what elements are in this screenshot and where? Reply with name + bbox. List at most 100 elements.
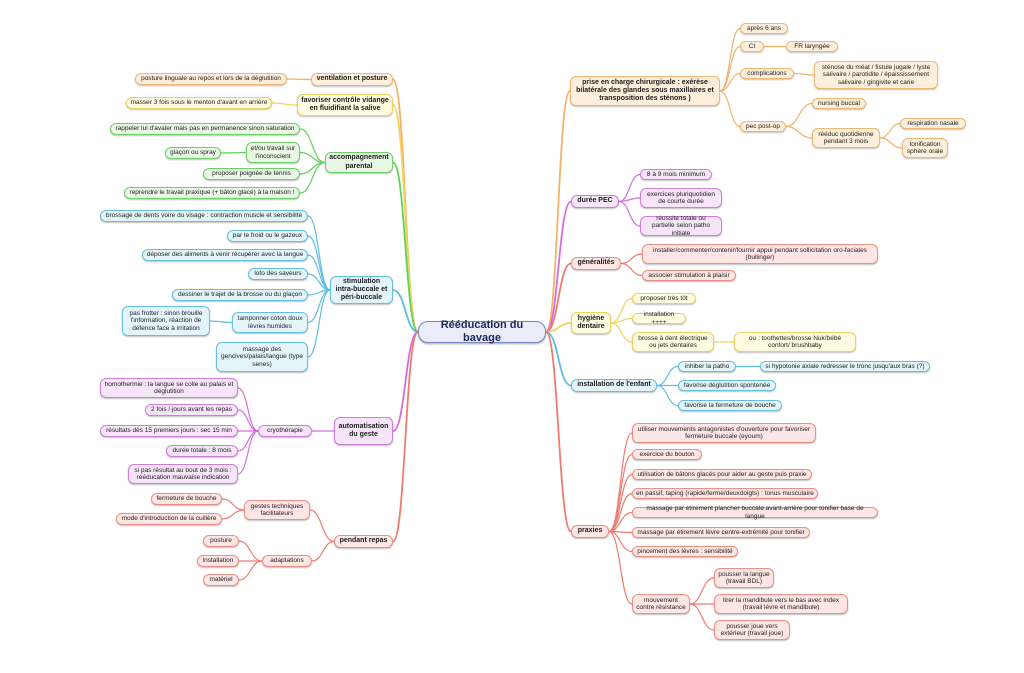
subtopic-node[interactable]: CI xyxy=(740,41,764,52)
topic-pendant-repas[interactable]: pendant repas xyxy=(334,535,393,548)
subtopic-node[interactable]: résultats dès 15 premiers jours : sec 15… xyxy=(100,425,238,437)
subtopic-node[interactable]: après 6 ans xyxy=(740,23,788,34)
subtopic-node[interactable]: dessiner le trajet de la brosse ou du gl… xyxy=(172,289,308,301)
topic-duree-pec[interactable]: durée PEC xyxy=(571,195,619,208)
topic-installation-enfant[interactable]: installation de l'enfant xyxy=(571,379,657,392)
subtopic-node[interactable]: tamponner coton doux lèvres humides xyxy=(232,312,308,333)
subtopic-adaptations[interactable]: adaptations xyxy=(262,555,312,567)
subtopic-node[interactable]: réussite totale ou partielle selon patho… xyxy=(640,215,722,237)
topic-generalites[interactable]: généralités xyxy=(571,257,621,270)
subtopic-node[interactable]: respiration nasale xyxy=(900,118,966,129)
subtopic-node[interactable]: mouvement contre résistance xyxy=(632,594,690,614)
subtopic-node[interactable]: installer/commenter/contenir/fournir app… xyxy=(642,244,878,264)
subtopic-node[interactable]: tirer la mandibule vers le bas avec inde… xyxy=(714,594,848,614)
link-n_prax_8 xyxy=(608,530,633,605)
link-n_gen xyxy=(545,262,572,333)
link-n_prax_1 xyxy=(608,432,633,533)
subtopic-node[interactable]: par le froid ou le gazeux xyxy=(227,230,308,242)
subtopic-node[interactable]: nursing buccal xyxy=(812,98,866,109)
subtopic-node[interactable]: rééduc quotidienne pendant 3 mois xyxy=(812,128,880,148)
subtopic-node[interactable]: massage par étirement lèvre centre-extré… xyxy=(632,527,810,538)
link-n_vent_1 xyxy=(286,78,312,81)
subtopic-node[interactable]: ou : toothettes/brosse Nuk/bébé confort/… xyxy=(734,332,856,352)
link-n_duree_1 xyxy=(618,173,641,203)
subtopic-node[interactable]: massage des gencives/palais/langue (type… xyxy=(216,342,308,372)
subtopic-node[interactable]: tonification sphère orale xyxy=(902,138,948,158)
subtopic-node[interactable]: installation xyxy=(197,555,239,567)
subtopic-node[interactable]: reprendre le travail praxique (+ bâton g… xyxy=(124,187,300,199)
link-n_fav_1 xyxy=(271,102,298,106)
subtopic-node[interactable]: homothermie : la langue se colle au pala… xyxy=(100,378,238,398)
subtopic-node[interactable]: inhiber la patho xyxy=(678,361,736,372)
link-n_adap_1 xyxy=(238,540,263,562)
link-n_gen_1 xyxy=(620,253,643,265)
subtopic-node[interactable]: fermeture de bouche xyxy=(151,493,222,505)
topic-ventilation-posture[interactable]: ventilation et posture xyxy=(311,73,393,86)
link-n_chir_4b1 xyxy=(879,122,901,139)
subtopic-cryotherapie[interactable]: cryothérapie xyxy=(258,425,312,437)
subtopic-node[interactable]: sténose du méat / fistule jugale / lyste… xyxy=(814,61,938,89)
topic-automatisation[interactable]: automatisation du geste xyxy=(334,417,393,445)
topic-stimulation[interactable]: stimulation intra-buccale et péri-buccal… xyxy=(330,276,393,304)
subtopic-node[interactable]: glaçon ou spray xyxy=(165,147,221,159)
subtopic-node[interactable]: masser 3 fois sous le menton d'avant en … xyxy=(126,97,272,109)
link-n_prax_8a xyxy=(689,577,715,605)
subtopic-node[interactable]: pincement des lèvres : sensibilité xyxy=(632,546,738,557)
link-n_cryo_1 xyxy=(237,387,259,432)
link-n_hyg_1 xyxy=(610,297,633,324)
subtopic-node[interactable]: pousser joue vers extérieur (travail jou… xyxy=(714,620,790,640)
subtopic-node[interactable]: si pas résultat au bout de 3 mois : rééd… xyxy=(128,464,238,484)
subtopic-node[interactable]: 2 fois / jours avant les repas xyxy=(145,404,238,416)
subtopic-node[interactable]: associer stimulation à plaisir xyxy=(642,270,736,281)
subtopic-node[interactable]: utilisation de bâtons glacés pour aider … xyxy=(632,469,812,480)
subtopic-node[interactable]: brosse à dent électrique ou jets dentair… xyxy=(632,332,714,352)
subtopic-node[interactable]: favorise déglutition spontenée xyxy=(678,380,776,391)
subtopic-node[interactable]: si hypotonie axiale redresser le tronc j… xyxy=(760,361,930,372)
subtopic-node[interactable]: posture xyxy=(203,535,239,547)
link-n_hyg_2 xyxy=(610,317,633,324)
link-n_acc_4 xyxy=(299,161,326,194)
subtopic-node[interactable]: matériel xyxy=(203,574,239,586)
subtopic-node[interactable]: durée totale : 8 mois xyxy=(166,445,238,457)
subtopic-node[interactable]: proposer poignée de tennis xyxy=(203,168,300,180)
link-n_duree_3 xyxy=(618,200,641,227)
topic-hygiene-dentaire[interactable]: hygiène dentaire xyxy=(571,312,611,334)
subtopic-node[interactable]: pec post-op xyxy=(740,121,786,132)
subtopic-node[interactable]: pas frotter : sinon brouille l'informati… xyxy=(122,306,210,336)
subtopic-node[interactable]: en passif, taping (rapide/ferme/deuxdoig… xyxy=(632,488,818,499)
link-n_inst xyxy=(545,331,572,387)
subtopic-node[interactable]: loto des saveurs xyxy=(248,268,308,280)
subtopic-node[interactable]: exercice du bouton xyxy=(632,449,702,460)
subtopic-node[interactable]: complications xyxy=(740,68,794,79)
link-n_gest_2 xyxy=(221,509,245,520)
subtopic-node[interactable]: et/ou travail sur l'inconscient xyxy=(246,142,300,163)
subtopic-node[interactable]: 8 à 9 mois minimum xyxy=(640,169,712,180)
subtopic-node[interactable]: pousser la langue (travail BDL) xyxy=(714,568,774,588)
topic-praxies[interactable]: praxies xyxy=(571,525,609,538)
subtopic-node[interactable]: déposer des aliments à venir récupérer a… xyxy=(142,249,308,261)
subtopic-node[interactable]: rappeler lui d'avaler mais pas en perman… xyxy=(110,123,300,135)
subtopic-node[interactable]: posture linguale au repos et lors de la … xyxy=(135,73,287,85)
subtopic-node[interactable]: utiliser mouvements antagonistes d'ouver… xyxy=(632,423,816,443)
link-n_chir_4b xyxy=(785,125,813,139)
topic-accompagnement-parental[interactable]: accompagnement parental xyxy=(325,152,393,173)
link-n_chir_2 xyxy=(719,45,741,92)
link-n_acc xyxy=(392,161,419,333)
link-n_fav xyxy=(392,104,419,333)
subtopic-node[interactable]: brossage de dents voire du visage : cont… xyxy=(100,210,308,222)
topic-prise-en-charge-chirurgicale[interactable]: prise en charge chirurgicale : exérèse b… xyxy=(570,76,720,106)
subtopic-node[interactable]: installation ++++ xyxy=(632,311,686,326)
subtopic-gestes-techniques[interactable]: gestes techniques facilitateurs xyxy=(244,500,310,520)
subtopic-node[interactable]: FR laryngée xyxy=(786,41,838,52)
link-n_stim xyxy=(392,289,419,333)
subtopic-node[interactable]: exercices pluriquotidien de courte durée xyxy=(640,188,722,208)
link-n_chir xyxy=(545,90,571,333)
subtopic-node[interactable]: mode d'introduction de la cuillère xyxy=(116,513,222,525)
topic-favoriser-vidange[interactable]: favoriser contrôle vidange en fluidifian… xyxy=(297,94,393,116)
central-topic[interactable]: Rééducation du bavage xyxy=(418,319,546,344)
link-n_chir_4a xyxy=(785,102,813,128)
subtopic-node[interactable]: massage par étirement plancher buccale a… xyxy=(632,505,878,520)
subtopic-node[interactable]: proposer très tôt xyxy=(632,293,696,304)
subtopic-node[interactable]: favorise la fermeture de bouche xyxy=(678,400,782,411)
link-n_stim_3 xyxy=(307,254,331,291)
